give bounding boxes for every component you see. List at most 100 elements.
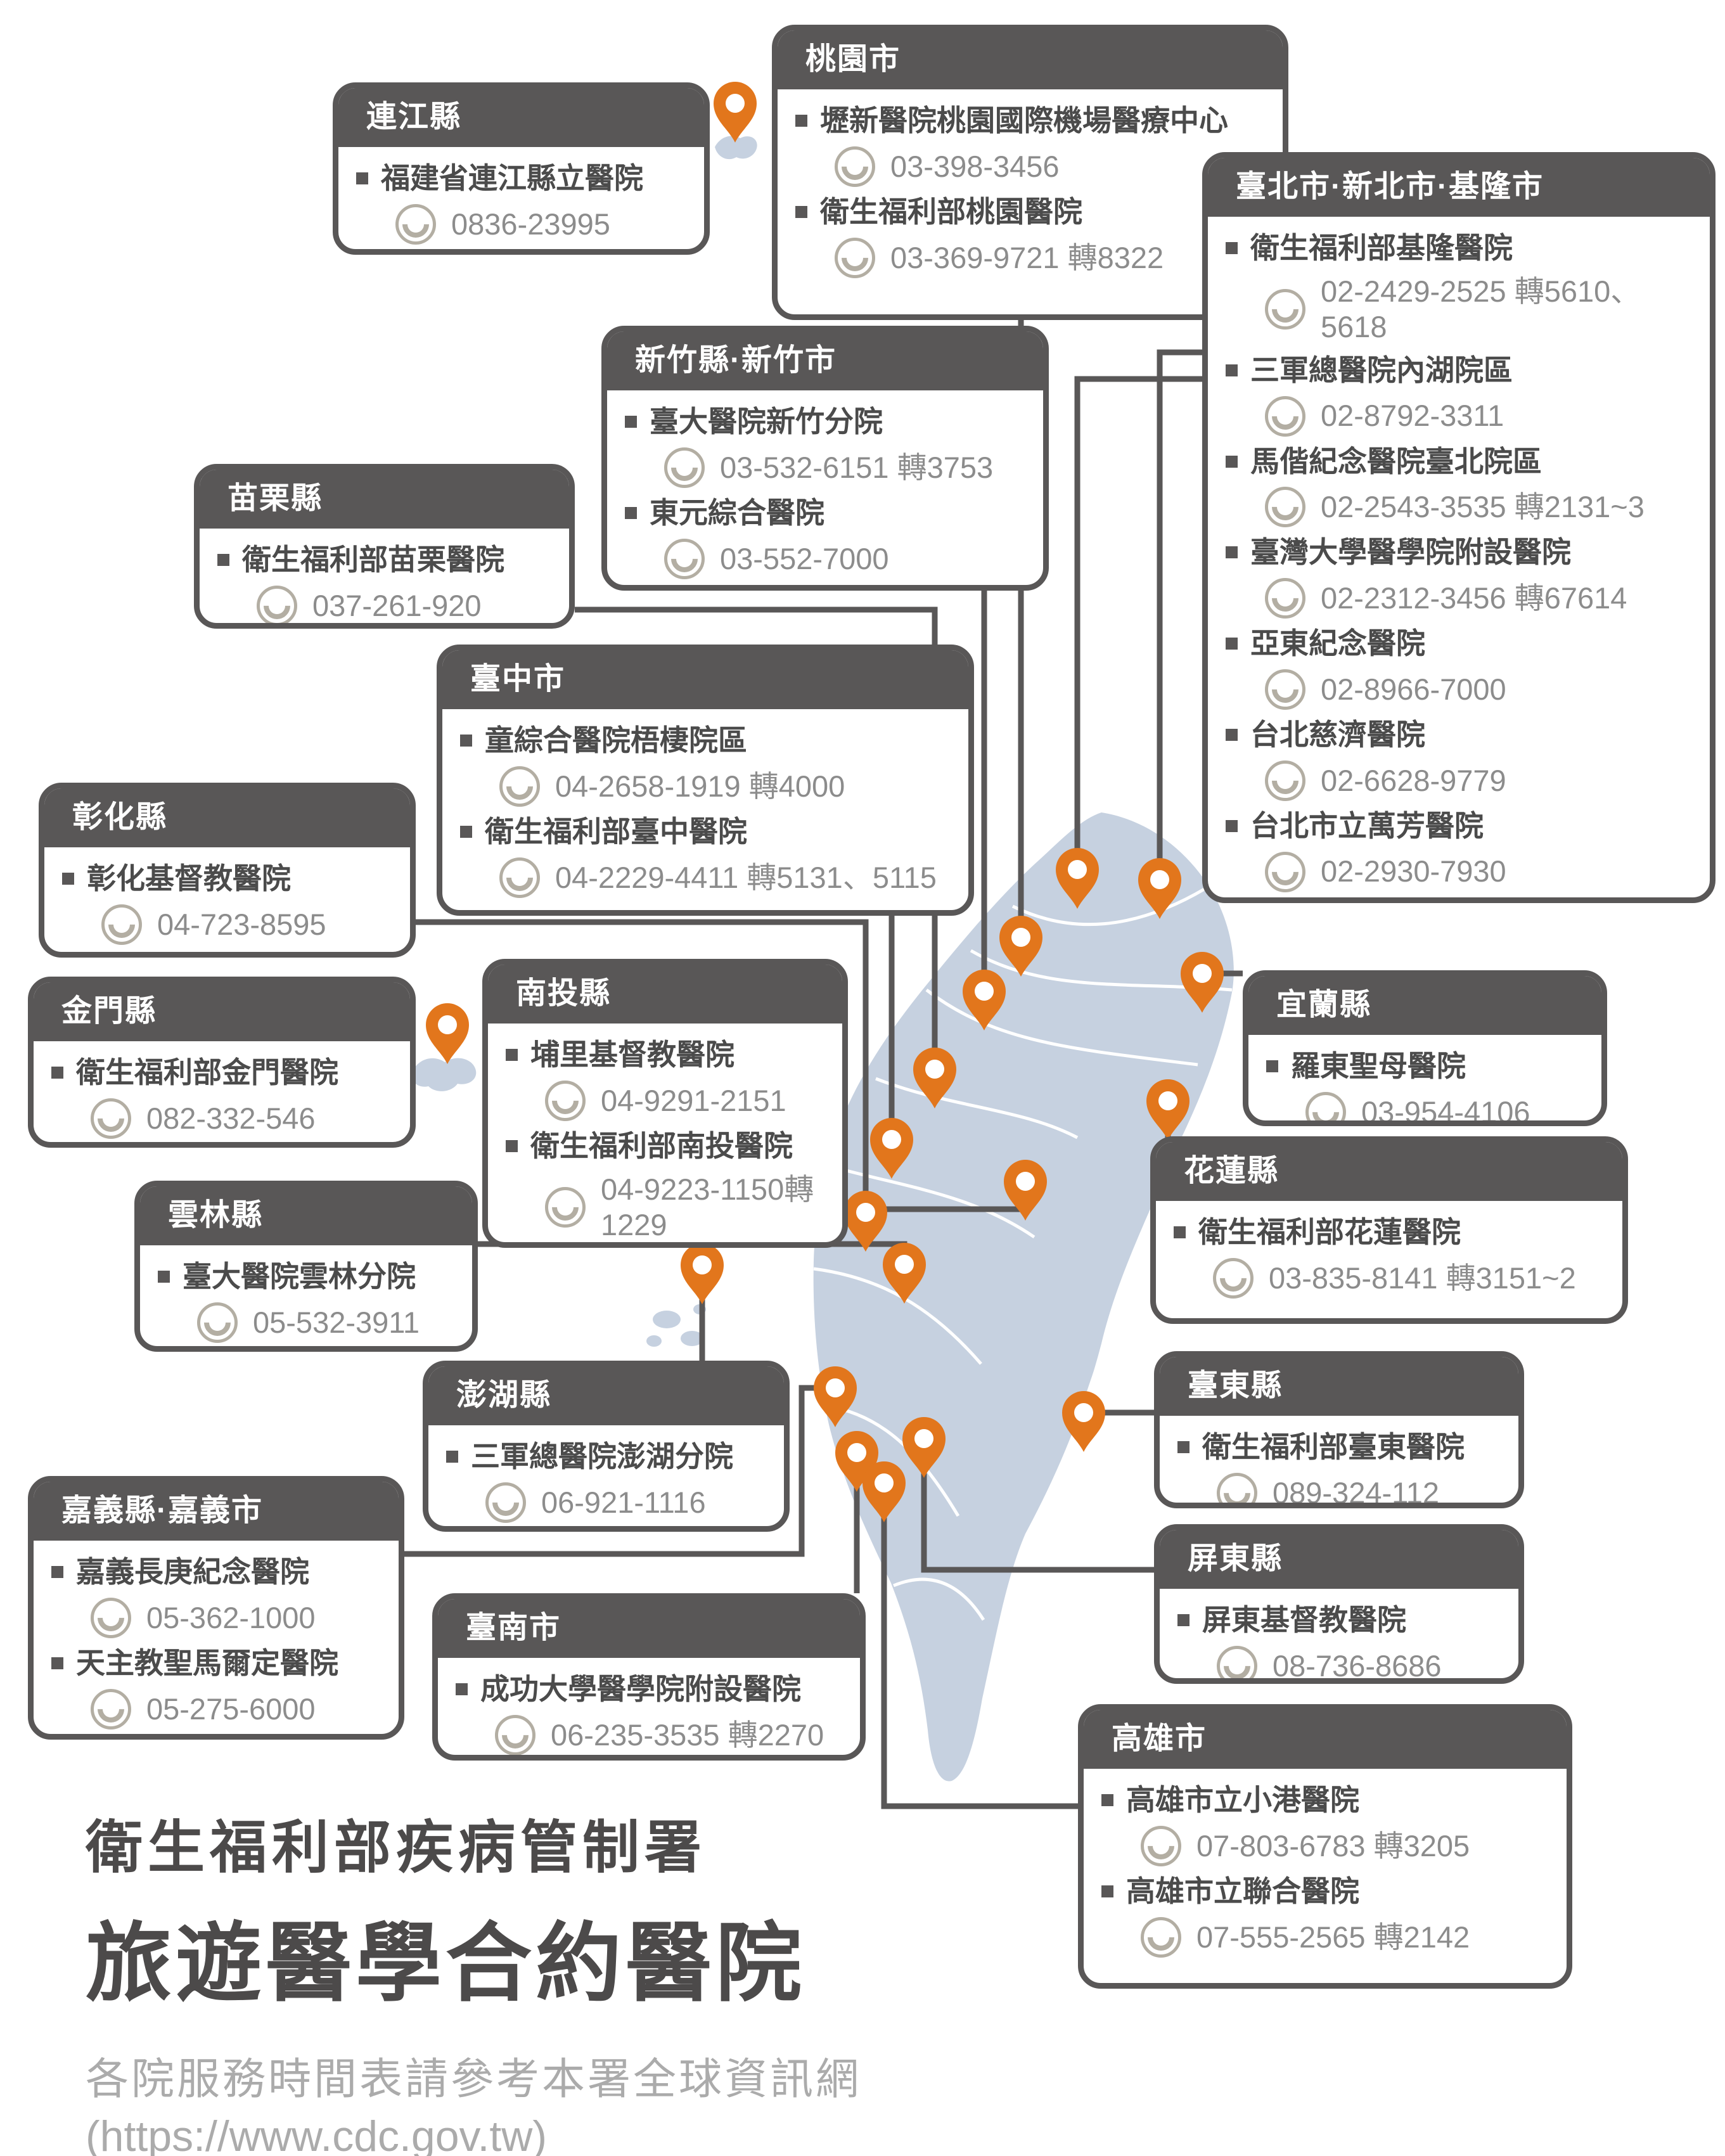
hospital-name: 衛生福利部基隆醫院	[1224, 229, 1698, 267]
phone-handset-glyph	[1218, 1647, 1256, 1678]
phone-icon	[1265, 851, 1305, 892]
phone-handset-glyph	[397, 205, 435, 243]
hospital-phone-number: 037-261-920	[312, 588, 482, 622]
region-hospital-list-taitung: 衛生福利部臺東醫院 089-324-112	[1160, 1416, 1518, 1503]
hospital-phone-row: 0836-23995	[395, 203, 693, 245]
phone-handset-glyph	[1266, 671, 1304, 709]
hospital-phone-row: 05-532-3911	[197, 1302, 461, 1343]
main-title: 旅遊醫學合約醫院	[86, 1915, 805, 2012]
hospital-phone-row: 03-398-3456	[835, 146, 1271, 187]
location-pin-icon-tainan	[835, 1431, 878, 1492]
hospital-phone-row: 05-275-6000	[91, 1688, 387, 1729]
phone-handset-glyph	[546, 1188, 584, 1226]
location-pin-icon-lienchiang	[714, 82, 757, 143]
bullet-square-icon	[1177, 1441, 1190, 1454]
phone-handset-glyph	[665, 540, 703, 578]
hospital-phone-number: 04-9223-1150轉1229	[601, 1172, 814, 1242]
hospital-name: 屏東基督教醫院	[1176, 1601, 1507, 1639]
hospital-phone-row: 089-324-112	[1217, 1472, 1507, 1503]
county-boundary-line-7	[893, 1577, 985, 1621]
bullet-square-icon	[51, 1566, 63, 1579]
phone-icon	[1141, 1825, 1181, 1866]
bullet-square-icon	[217, 554, 229, 567]
region-title-chiayi: 嘉義縣·嘉義市	[34, 1482, 399, 1541]
hospital-name: 衛生福利部金門醫院	[50, 1054, 399, 1092]
phone-handset-glyph	[1307, 1093, 1345, 1120]
location-pin-icon-hualien	[1146, 1079, 1190, 1140]
connector-line-keelung-pin	[1157, 349, 1202, 880]
location-pin-icon-changhua	[844, 1191, 887, 1252]
phone-icon	[1305, 1091, 1346, 1120]
phone-handset-glyph	[1266, 397, 1304, 435]
hospital-phone-row: 082-332-546	[91, 1098, 399, 1139]
hospital-name: 童綜合醫院梧棲院區	[459, 722, 957, 760]
bullet-square-icon	[1226, 364, 1238, 376]
hospital-phone-number: 05-532-3911	[253, 1305, 420, 1339]
hospital-phone-number: 07-555-2565 轉2142	[1196, 1920, 1470, 1954]
county-boundary-line-2	[925, 989, 1198, 1067]
hospital-phone-number: 02-8966-7000	[1321, 672, 1506, 706]
hospital-name: 高雄市立小港醫院	[1100, 1781, 1555, 1819]
hospital-phone-number: 0836-23995	[451, 207, 610, 241]
phone-handset-glyph	[1266, 852, 1304, 891]
connector-line-kaohsiung	[881, 1483, 1078, 1809]
hospital-phone-row: 03-369-9721 轉8322	[835, 237, 1271, 278]
hospital-item: 衛生福利部臺東醫院 089-324-112	[1176, 1428, 1507, 1503]
bullet-square-icon	[1101, 1885, 1113, 1897]
phone-icon	[1265, 578, 1305, 619]
phone-icon	[1265, 395, 1305, 437]
hospital-name: 彰化基督教醫院	[61, 860, 399, 898]
region-title-taitung: 臺東縣	[1160, 1357, 1518, 1416]
location-pin-icon-taipei	[1056, 848, 1099, 909]
phone-handset-glyph	[1266, 290, 1304, 329]
phone-icon	[664, 447, 705, 488]
location-pin-icon-nantou	[1004, 1160, 1047, 1221]
hospital-phone-row: 02-2930-7930	[1265, 851, 1698, 892]
hospital-phone-row: 02-6628-9779	[1265, 760, 1698, 801]
hospital-phone-row: 06-921-1116	[485, 1482, 773, 1523]
phone-icon	[1141, 1916, 1181, 1958]
phone-icon	[91, 1688, 131, 1729]
phone-icon	[1265, 487, 1305, 528]
hospital-phone-row: 04-2658-1919 轉4000	[499, 766, 957, 807]
phone-handset-glyph	[665, 449, 703, 487]
hospital-name: 衛生福利部臺東醫院	[1176, 1428, 1507, 1466]
hospital-phone-row: 04-2229-4411 轉5131、5115	[499, 857, 957, 898]
bullet-square-icon	[625, 416, 637, 428]
hospital-item: 衛生福利部金門醫院 082-332-546	[50, 1054, 399, 1139]
phone-icon	[257, 585, 297, 623]
phone-icon	[499, 857, 540, 898]
hospital-name: 東元綜合醫院	[624, 494, 1032, 532]
hospital-phone-number: 02-2543-3535 轉2131~3	[1321, 490, 1645, 524]
location-pin-icon-miaoli	[913, 1048, 956, 1108]
phone-handset-glyph	[836, 148, 874, 186]
county-boundary-line-3	[875, 1077, 1079, 1139]
bullet-square-icon	[1226, 819, 1238, 832]
hospital-phone-number: 05-275-6000	[146, 1691, 316, 1726]
hospital-phone-number: 03-835-8141 轉3151~2	[1269, 1261, 1576, 1295]
region-hospital-list-kinmen: 衛生福利部金門醫院 082-332-546	[34, 1041, 410, 1142]
phone-icon	[1265, 289, 1305, 330]
hospital-phone-number: 04-2658-1919 轉4000	[555, 769, 845, 803]
phone-handset-glyph	[92, 1690, 130, 1728]
hospital-name: 臺大醫院新竹分院	[624, 403, 1032, 441]
phone-icon	[395, 203, 436, 245]
phone-icon	[1217, 1472, 1257, 1503]
hospital-phone-row: 02-8792-3311	[1265, 395, 1698, 437]
